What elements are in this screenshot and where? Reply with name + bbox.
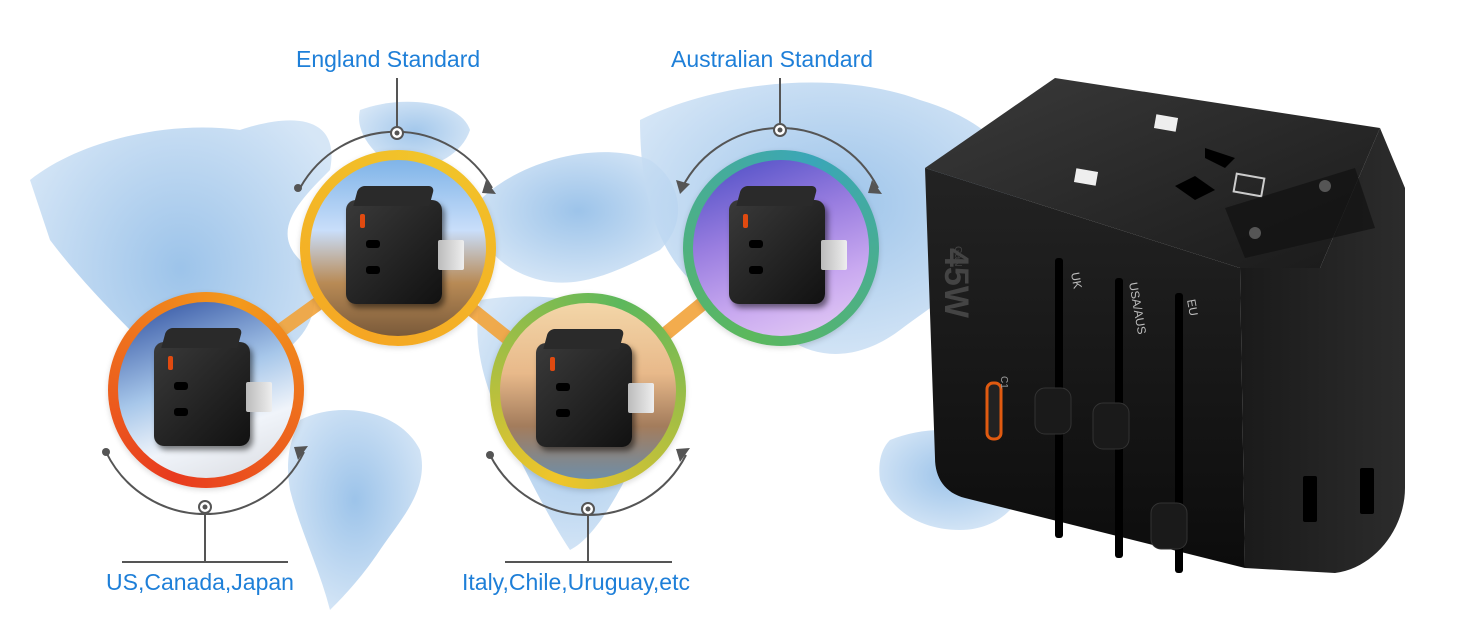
- australian-standard-label: Australian Standard: [671, 46, 874, 72]
- wattage-marking: 45W: [937, 248, 975, 319]
- plug-adapter-image: [154, 342, 272, 446]
- continent-south-america: [288, 410, 422, 610]
- continent-europe: [478, 152, 679, 283]
- port-label-c1: C1: [998, 376, 1009, 389]
- australian-plug-circle: [683, 150, 879, 346]
- plug-adapter-image: [346, 200, 464, 304]
- plug-adapter-image: [536, 343, 654, 447]
- slider-label-uk: UK: [1068, 271, 1085, 290]
- gan-marking: GaN: [952, 246, 963, 267]
- england-standard-label: England Standard: [296, 46, 481, 72]
- plug-adapter-image: [729, 200, 847, 304]
- travel-adapter-product: 45W GaN UK USA/AUS EU C1: [925, 78, 1405, 573]
- connector-chain: [198, 233, 787, 410]
- us-plug-circle: [108, 292, 304, 488]
- england-plug-circle: [300, 150, 496, 346]
- italy-plug-circle: [490, 293, 686, 489]
- italy-chile-uruguay-label: Italy,Chile,Uruguay,etc: [462, 569, 690, 595]
- slider-label-eu: EU: [1184, 298, 1201, 317]
- us-canada-japan-label: US,Canada,Japan: [106, 569, 294, 595]
